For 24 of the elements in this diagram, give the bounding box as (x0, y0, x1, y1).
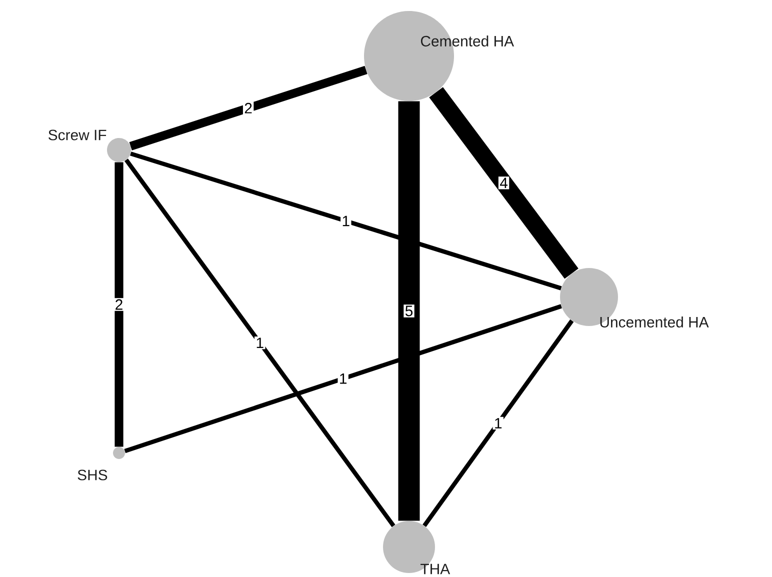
edge-label: 2 (242, 102, 254, 114)
edge (422, 319, 574, 527)
node-label: SHS (78, 470, 108, 480)
edge (398, 101, 420, 521)
edge (124, 304, 562, 454)
network-node: Screw IF (48, 130, 131, 162)
network-node: THA (383, 521, 450, 574)
edge (124, 158, 396, 528)
edge-label: 1 (340, 214, 352, 228)
network-node: Uncemented HA (560, 268, 709, 328)
edge-label: 1 (254, 336, 266, 350)
edge-label: 5 (404, 304, 414, 318)
edge (129, 66, 368, 150)
network-node: Cemented HA (364, 11, 514, 101)
edge-label: 4 (498, 176, 510, 190)
edge (114, 162, 124, 447)
node-label: Uncemented HA (600, 316, 709, 328)
edge-label: 2 (114, 298, 124, 311)
edge-label: 1 (492, 416, 504, 430)
network-node: SHS (78, 447, 125, 480)
edge-label: 1 (338, 372, 348, 385)
edge (429, 87, 578, 279)
edge (130, 152, 562, 290)
node-label: Screw IF (48, 130, 106, 140)
